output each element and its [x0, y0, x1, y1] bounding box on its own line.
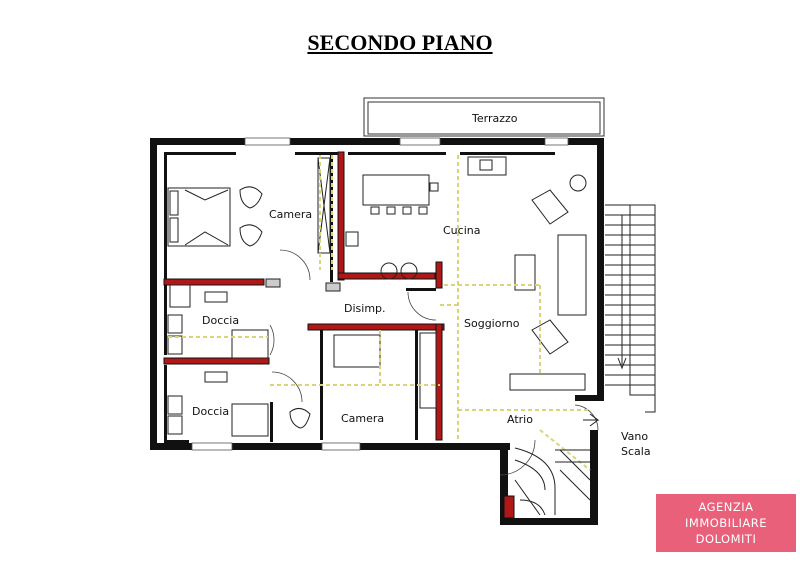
logo-line-3: DOLOMITI	[695, 532, 757, 546]
label-doccia-1: Doccia	[202, 314, 239, 327]
label-disimpegno: Disimp.	[344, 302, 386, 315]
interior-walls	[164, 152, 555, 443]
dashed-guides	[168, 155, 591, 471]
label-terrazzo: Terrazzo	[471, 112, 518, 125]
door-swings	[269, 249, 599, 476]
windows	[191, 137, 569, 451]
agency-logo: AGENZIA IMMOBILIARE DOLOMITI	[656, 494, 796, 552]
label-soggiorno: Soggiorno	[464, 317, 520, 330]
label-vano-line1: Vano	[621, 430, 648, 443]
red-walls	[163, 151, 515, 519]
staircase	[514, 204, 656, 516]
terrace	[363, 97, 605, 137]
logo-line-1: AGENZIA	[698, 500, 754, 514]
label-vano-line2: Scala	[621, 445, 651, 458]
label-atrio: Atrio	[507, 413, 533, 426]
outer-walls	[150, 138, 604, 525]
label-camera-1: Camera	[269, 208, 312, 221]
label-doccia-2: Doccia	[192, 405, 229, 418]
page-title: SECONDO PIANO	[307, 30, 493, 55]
label-cucina: Cucina	[443, 224, 480, 237]
furniture	[167, 156, 587, 437]
logo-line-2: IMMOBILIARE	[685, 516, 767, 530]
label-camera-2: Camera	[341, 412, 384, 425]
